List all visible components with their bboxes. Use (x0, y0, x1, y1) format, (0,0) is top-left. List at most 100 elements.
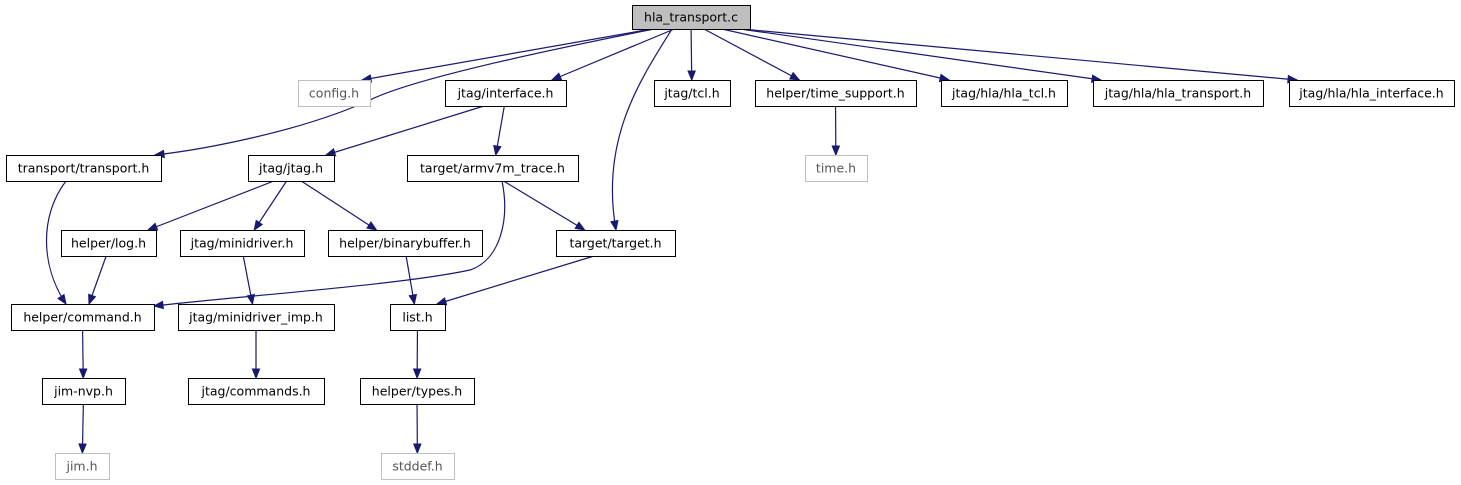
node-interface[interactable]: jtag/interface.h (445, 80, 567, 107)
node-commands[interactable]: jtag/commands.h (188, 378, 325, 405)
node-label: helper/log.h (71, 236, 146, 251)
node-jimnvp[interactable]: jim-nvp.h (42, 378, 126, 405)
node-label: transport/transport.h (18, 161, 150, 176)
node-label: config.h (309, 86, 359, 101)
edge-line (741, 28, 1298, 81)
arrow-head (408, 293, 418, 306)
edge-root-to-timesupport (703, 28, 801, 81)
edge-armv7m-to-target (503, 180, 586, 231)
arrow-head (412, 368, 422, 380)
edge-binarybuffer-to-list (405, 255, 418, 306)
edge-jtag-to-minidriver (253, 180, 288, 232)
edge-armv7m-to-command (152, 180, 506, 310)
node-label: helper/time_support.h (766, 86, 904, 101)
edge-root-to-transport (153, 28, 655, 159)
node-label: jim.h (65, 459, 97, 474)
node-command[interactable]: helper/command.h (11, 304, 155, 331)
edges-layer (45, 28, 1299, 455)
node-label: helper/command.h (23, 310, 141, 325)
node-label: jtag/tcl.h (663, 86, 719, 101)
node-box (1289, 80, 1455, 107)
arrow-head (687, 70, 696, 82)
edge-line (154, 28, 655, 156)
arrow-head (610, 219, 619, 232)
arrow-head (152, 300, 164, 310)
node-label: jtag/minidriver.h (190, 236, 294, 251)
node-box (381, 453, 455, 480)
edge-command-to-jimnvp (78, 329, 88, 380)
node-armv7m[interactable]: target/armv7m_trace.h (407, 155, 579, 182)
edge-root-to-interface (550, 28, 675, 81)
arrow-head (78, 443, 87, 455)
edge-line (153, 180, 506, 307)
node-box (360, 378, 475, 405)
node-root[interactable]: hla_transport.c (632, 5, 751, 30)
arrow-head (493, 144, 502, 157)
node-label: stddef.h (392, 459, 442, 474)
node-label: target/armv7m_trace.h (420, 161, 565, 176)
edge-line (300, 180, 377, 231)
edge-target-to-list (435, 255, 595, 306)
edge-transport-to-command (45, 180, 67, 306)
node-jtag[interactable]: jtag/jtag.h (248, 155, 335, 182)
node-label: helper/types.h (372, 384, 462, 399)
edge-interface-to-armv7m (493, 105, 505, 157)
node-timesupport[interactable]: helper/time_support.h (755, 80, 917, 107)
node-config: config.h (298, 80, 371, 107)
node-box (941, 80, 1068, 107)
edge-line (436, 255, 595, 305)
node-binarybuffer[interactable]: helper/binarybuffer.h (328, 230, 483, 257)
node-label: jtag/commands.h (201, 384, 311, 399)
nodes-layer: hla_transport.c config.h jtag/interface.h j… (6, 5, 1455, 480)
node-list[interactable]: list.h (390, 304, 446, 331)
edge-root-to-hlainterface (741, 28, 1299, 84)
arrow-head (435, 297, 448, 306)
arrow-head (324, 148, 337, 157)
node-transport[interactable]: transport/transport.h (6, 155, 162, 182)
edge-line (147, 180, 275, 231)
node-label: jtag/minidriver_imp.h (188, 310, 323, 325)
node-box (42, 378, 126, 405)
node-stddef: stddef.h (381, 453, 455, 480)
node-box (248, 155, 335, 182)
node-box (6, 155, 162, 182)
node-hlainterface[interactable]: jtag/hla/hla_interface.h (1289, 80, 1455, 107)
arrow-head (246, 293, 255, 306)
node-box (298, 80, 371, 107)
arrow-head (251, 368, 261, 380)
node-box (407, 155, 579, 182)
node-types[interactable]: helper/types.h (360, 378, 475, 405)
node-box (180, 230, 305, 257)
node-minidriver[interactable]: jtag/minidriver.h (180, 230, 305, 257)
node-time: time.h (805, 155, 868, 182)
node-minidriverimp[interactable]: jtag/minidriver_imp.h (178, 304, 335, 331)
node-label: jim-nvp.h (53, 384, 113, 399)
edge-types-to-stddef (412, 403, 422, 455)
node-label: jtag/jtag.h (258, 161, 323, 176)
edge-line (703, 28, 800, 81)
node-box (1093, 80, 1264, 107)
arrow-head (146, 222, 159, 231)
node-log[interactable]: helper/log.h (61, 230, 157, 257)
node-hlatransport[interactable]: jtag/hla/hla_transport.h (1093, 80, 1264, 107)
node-label: jtag/hla/hla_transport.h (1104, 86, 1251, 101)
node-box (390, 304, 446, 331)
edge-minidriverimp-to-commands (251, 330, 261, 380)
edge-line (551, 28, 675, 81)
edge-line (503, 180, 586, 231)
edge-log-to-command (88, 255, 107, 306)
node-box (328, 230, 483, 257)
node-tcl[interactable]: jtag/tcl.h (654, 80, 731, 107)
node-jim: jim.h (55, 453, 110, 480)
node-box (556, 230, 676, 257)
edge-minidriver-to-minidriverimp (242, 255, 255, 306)
node-box (805, 155, 868, 182)
node-box (188, 378, 325, 405)
node-hlatcl[interactable]: jtag/hla/hla_tcl.h (941, 80, 1068, 107)
node-target[interactable]: target/target.h (556, 230, 676, 257)
node-label: jtag/hla/hla_tcl.h (951, 86, 1056, 101)
edge-jimnvp-to-jim (78, 403, 87, 455)
edge-line (361, 28, 652, 81)
node-label: jtag/interface.h (457, 86, 554, 101)
